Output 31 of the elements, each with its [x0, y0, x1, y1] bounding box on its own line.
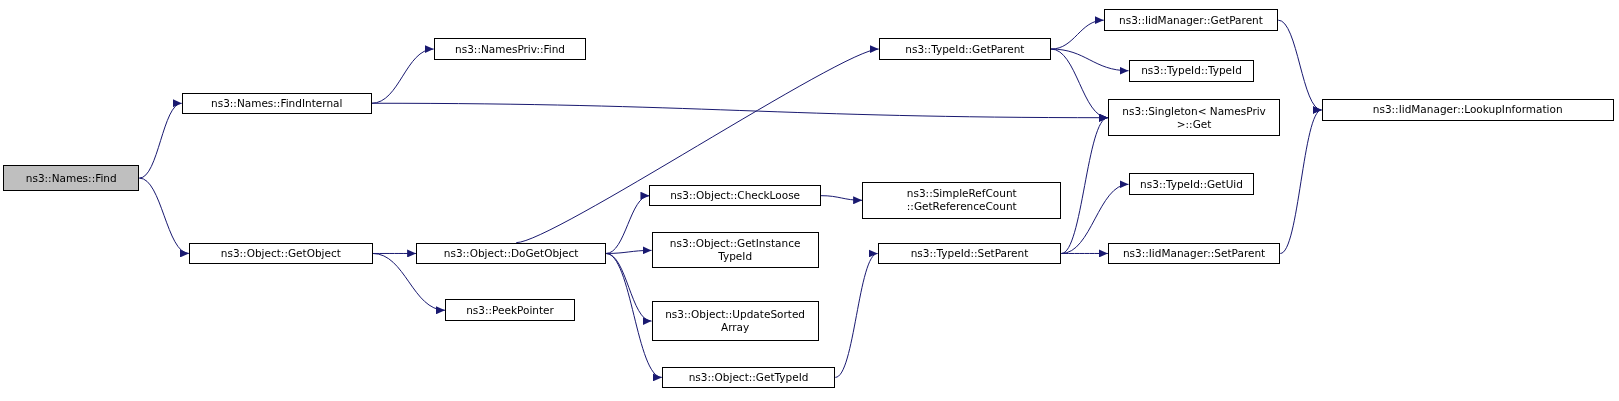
function-box: ns3::SimpleRefCount ::GetReferenceCount [862, 181, 1062, 219]
function-box: ns3::Object::CheckLoose [649, 184, 821, 207]
call-arrow [1060, 117, 1109, 254]
call-arrow [1050, 17, 1105, 50]
function-box: ns3::NamesPriv::Find [433, 38, 587, 60]
function-box: ns3::Object::GetTypeId [661, 366, 836, 389]
function-box: ns3::Object::UpdateSorted Array [651, 301, 819, 341]
function-box: ns3::IidManager::SetParent [1107, 242, 1281, 265]
function-box: ns3::Object::DoGetObject [416, 242, 607, 265]
function-box: ns3::Singleton< NamesPriv >::Get [1107, 99, 1281, 137]
call-arrow [820, 195, 863, 205]
current-function-box: ns3::Names::Find [3, 165, 140, 191]
call-arrow [605, 253, 652, 323]
function-box: ns3::Names::FindInternal [181, 92, 372, 114]
call-arrow [1060, 249, 1109, 258]
call-arrow [515, 47, 880, 244]
call-arrow [605, 253, 663, 378]
function-box: ns3::TypeId::SetParent [877, 242, 1062, 265]
function-box: ns3::IidManager::GetParent [1103, 9, 1279, 31]
function-box: ns3::Object::GetObject [188, 242, 373, 265]
call-arrow [138, 102, 183, 179]
call-arrow [372, 253, 446, 313]
function-box: ns3::TypeId::GetUid [1128, 173, 1255, 196]
call-arrow [138, 177, 190, 255]
function-box: ns3::TypeId::GetParent [878, 38, 1052, 60]
function-box: ns3::IidManager::LookupInformation [1321, 99, 1614, 121]
function-box: ns3::TypeId::TypeId [1128, 59, 1255, 82]
function-box: ns3::Object::GetInstance TypeId [651, 232, 819, 269]
call-arrow [371, 46, 435, 104]
function-box: ns3::PeekPointer [445, 299, 576, 322]
call-arrow [1279, 109, 1323, 254]
